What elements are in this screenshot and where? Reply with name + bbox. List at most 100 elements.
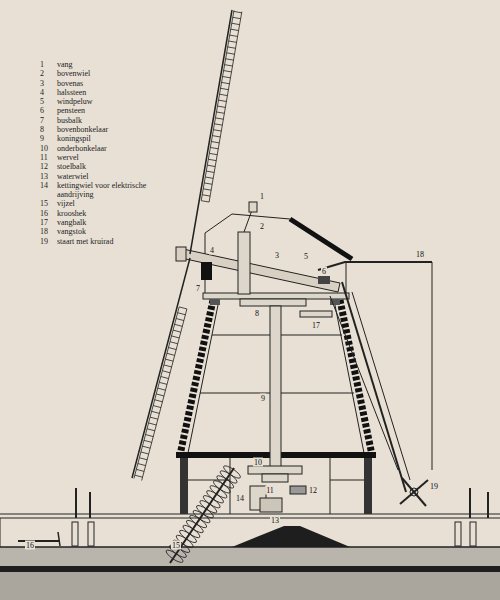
key-row: 17vangbalk <box>40 218 149 227</box>
key-row: 18vangstok <box>40 227 149 236</box>
sail-bar <box>232 23 240 24</box>
key-name: busbalk <box>57 116 82 125</box>
sail-bar <box>210 147 218 148</box>
sail-bar <box>138 464 146 466</box>
key-name: halssteen <box>57 88 86 97</box>
sail-bar <box>217 106 225 107</box>
sail-rail <box>134 307 179 479</box>
sail-bar <box>168 348 176 350</box>
sail-bar <box>203 189 211 190</box>
key-number: 6 <box>40 106 57 115</box>
key-row: 8bovenbonkelaar <box>40 125 149 134</box>
key-name: vijzel <box>57 199 75 208</box>
sail-bar <box>226 59 234 60</box>
key-number: 1 <box>40 60 57 69</box>
sail-bar <box>176 319 184 321</box>
sail-bar <box>216 112 224 113</box>
sail-bar <box>147 429 155 431</box>
key-name: bovenas <box>57 79 83 88</box>
key-row: 1vang <box>40 60 149 69</box>
sail-bar <box>150 417 158 419</box>
sail-bar <box>161 377 169 379</box>
key-name: stoelbalk <box>57 162 86 171</box>
key-number: 7 <box>40 116 57 125</box>
sail-bar <box>212 136 220 137</box>
sail-bar <box>165 359 173 361</box>
key-number: 2 <box>40 69 57 78</box>
sail-bar <box>141 452 149 454</box>
sail-bar <box>162 371 170 373</box>
key-name: waterwiel <box>57 172 89 181</box>
parts-key: 1vang2bovenwiel3bovenas4halssteen5windpe… <box>40 60 149 246</box>
callout-number: 6 <box>321 267 327 276</box>
sail-bar <box>227 53 235 54</box>
sail-bar <box>225 65 233 66</box>
callout-number: 16 <box>25 541 35 550</box>
sail-bar <box>175 324 183 326</box>
sail-bar <box>221 88 229 89</box>
key-row: 2bovenwiel <box>40 69 149 78</box>
key-row: 16krooshek <box>40 209 149 218</box>
sail-bar <box>228 47 236 48</box>
callout-number: 19 <box>429 482 439 491</box>
key-number: 11 <box>40 153 57 162</box>
sail-bar <box>144 440 152 442</box>
key-row: 3bovenas <box>40 79 149 88</box>
key-row: 6pensteen <box>40 106 149 115</box>
key-name: bovenbonkelaar <box>57 125 108 134</box>
screw-blade <box>165 548 185 564</box>
callout-number: 2 <box>259 222 265 231</box>
sail-bar <box>135 475 143 477</box>
sail-bar <box>142 446 150 448</box>
sail-bar <box>159 382 167 384</box>
key-number: 17 <box>40 218 57 227</box>
key-name: vang <box>57 60 73 69</box>
sail-bar <box>167 353 175 355</box>
key-row: 15vijzel <box>40 199 149 208</box>
sail-bar <box>215 118 223 119</box>
callout-number: 14 <box>235 494 245 503</box>
key-name: koningspil <box>57 134 91 143</box>
key-number: 10 <box>40 144 57 153</box>
sail-bar <box>179 307 187 309</box>
sail-bar <box>219 100 227 101</box>
callout-number: 4 <box>209 246 215 255</box>
key-row: 19staart met kruirad <box>40 237 149 246</box>
callout-number: 1 <box>259 192 265 201</box>
key-name: vangbalk <box>57 218 86 227</box>
key-name: pensteen <box>57 106 85 115</box>
sail-bar <box>234 11 242 12</box>
sail-bar <box>173 330 181 332</box>
key-number: 14 <box>40 181 57 200</box>
sail-bar <box>213 130 221 131</box>
sail-bar <box>136 469 144 471</box>
sail-rail <box>209 12 242 202</box>
key-number: 13 <box>40 172 57 181</box>
sail-bar <box>204 183 212 184</box>
key-number: 9 <box>40 134 57 143</box>
key-row: 5windpeluw <box>40 97 149 106</box>
sail-bar <box>201 201 209 202</box>
sail-bar <box>214 124 222 125</box>
sail-rail <box>142 309 187 481</box>
key-row: 4halssteen <box>40 88 149 97</box>
sail-bar <box>202 195 210 196</box>
sail-bar <box>178 313 186 315</box>
sail-bar <box>211 142 219 143</box>
sail-bar <box>139 458 147 460</box>
key-number: 3 <box>40 79 57 88</box>
key-name: vangstok <box>57 227 86 236</box>
callout-number: 7 <box>195 284 201 293</box>
callout-number: 9 <box>260 394 266 403</box>
key-number: 16 <box>40 209 57 218</box>
sail-bar <box>149 423 157 425</box>
key-row: 12stoelbalk <box>40 162 149 171</box>
key-row: 7busbalk <box>40 116 149 125</box>
sail-bar <box>155 400 163 402</box>
callout-number: 17 <box>311 321 321 330</box>
key-name: wervel <box>57 153 79 162</box>
key-number: 19 <box>40 237 57 246</box>
sail-bar <box>233 17 241 18</box>
sail-bar <box>229 41 237 42</box>
sail-bar <box>172 336 180 338</box>
